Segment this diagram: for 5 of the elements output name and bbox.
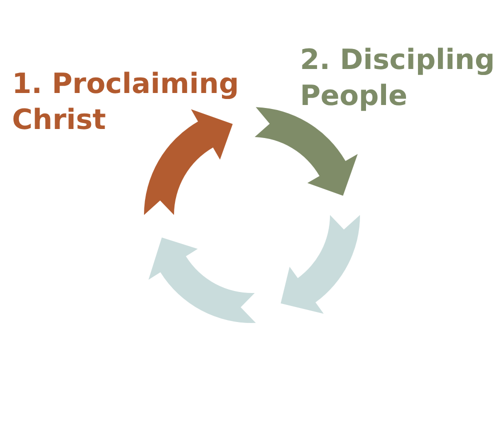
step-heading: 1. Proclaiming Christ xyxy=(12,66,240,138)
cycle-segment xyxy=(280,215,360,314)
cycle-segment xyxy=(148,238,256,323)
cycle-segment xyxy=(144,109,233,215)
step-heading: 2. Discipling People xyxy=(300,42,496,114)
